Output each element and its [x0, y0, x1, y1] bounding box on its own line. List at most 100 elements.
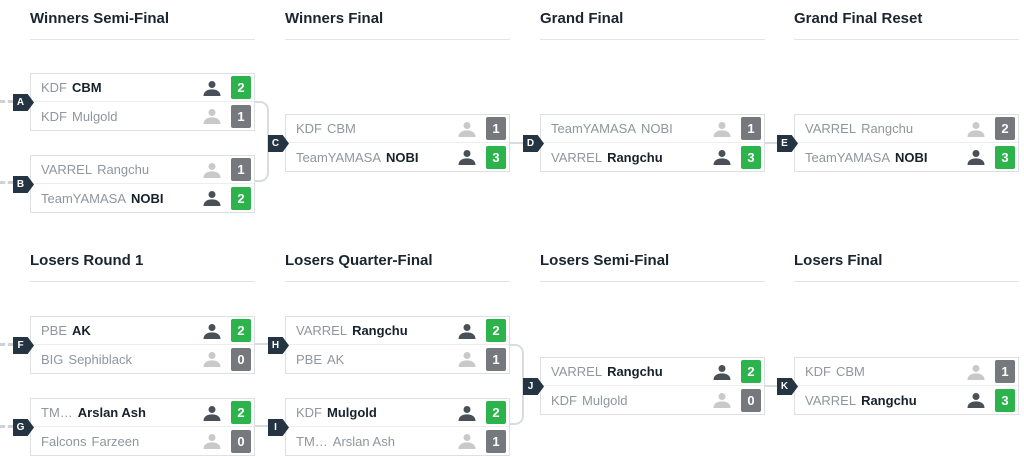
player-name: Sephiblack — [68, 351, 133, 367]
player-name: NOBI — [895, 149, 928, 165]
match-label-badge: A — [13, 94, 34, 111]
player-name: CBM — [327, 121, 356, 136]
player-row: TeamYAMASA NOBI 2 — [31, 184, 254, 212]
bracket-match[interactable]: H VARREL Rangchu 2 PBE AK 1 — [268, 316, 510, 374]
bracket-match[interactable]: G TM… Arslan Ash 2 Falcons Farzeen 0 — [13, 398, 255, 456]
round-title: Grand Final Reset — [794, 10, 1019, 40]
connector-line — [255, 143, 269, 182]
player-name: AK — [327, 351, 345, 367]
bracket-match[interactable]: J VARREL Rangchu 2 KDF Mulgold 0 — [523, 357, 765, 415]
round-title: Losers Final — [794, 252, 1019, 282]
character-icon — [203, 109, 221, 124]
connector-line — [255, 343, 268, 345]
player-row: TeamYAMASA NOBI 1 — [541, 115, 764, 143]
bracket-match[interactable]: F PBE AK 2 BIG Sephiblack 0 — [13, 316, 255, 374]
match-label-badge: D — [523, 135, 544, 152]
score-box: 1 — [231, 104, 251, 128]
player-row: BIG Sephiblack 0 — [31, 345, 254, 373]
player-row: PBE AK 2 — [31, 317, 254, 345]
player-name: Arslan Ash — [332, 433, 395, 449]
character-icon — [458, 434, 476, 449]
player-name: Farzeen — [91, 433, 140, 449]
player-name: NOBI — [131, 190, 164, 206]
player-name: Rangchu — [861, 121, 914, 136]
bracket-match[interactable]: K KDF CBM 1 VARREL Rangchu 3 — [777, 357, 1019, 415]
dashed-stub — [0, 100, 13, 103]
dashed-stub — [0, 181, 13, 184]
player-team: TeamYAMASA — [551, 121, 637, 136]
character-icon — [967, 393, 985, 408]
player-name: NOBI — [641, 121, 673, 136]
player-name: Rangchu — [607, 364, 663, 379]
character-icon — [458, 121, 476, 137]
connector-line — [765, 142, 777, 144]
player-team: KDF — [41, 80, 67, 95]
score-box: 0 — [741, 388, 761, 412]
score-box: 1 — [486, 347, 506, 371]
score-box: 2 — [231, 401, 251, 424]
match-label-badge: C — [268, 135, 289, 152]
player-name: Mulgold — [72, 108, 118, 124]
character-icon — [713, 150, 731, 165]
player-name: Mulgold — [327, 405, 377, 420]
score-box: 1 — [486, 429, 506, 453]
score-box: 1 — [486, 117, 506, 140]
score-box: 2 — [231, 319, 251, 342]
match-label-badge: E — [777, 135, 798, 152]
player-team: KDF — [296, 405, 322, 420]
player-team: TeamYAMASA — [805, 149, 891, 165]
score-box: 2 — [486, 401, 506, 424]
bracket-match[interactable]: D TeamYAMASA NOBI 1 VARREL Rangchu 3 — [523, 114, 765, 172]
player-row: TeamYAMASA NOBI 3 — [795, 143, 1018, 171]
player-row: VARREL Rangchu 2 — [541, 358, 764, 386]
player-team: KDF — [805, 364, 831, 379]
player-row: KDF CBM 1 — [286, 115, 509, 143]
player-row: VARREL Rangchu 2 — [286, 317, 509, 345]
score-box: 2 — [231, 186, 251, 210]
connector-line — [510, 142, 523, 144]
character-icon — [203, 162, 221, 178]
connector-line — [765, 385, 777, 387]
player-team: TeamYAMASA — [41, 190, 127, 206]
player-team: Falcons — [41, 433, 87, 449]
connector-line — [255, 425, 268, 427]
character-icon — [713, 121, 731, 137]
round-title: Grand Final — [540, 10, 765, 40]
bracket-match[interactable]: E VARREL Rangchu 2 TeamYAMASA NOBI 3 — [777, 114, 1019, 172]
bracket-match[interactable]: B VARREL Rangchu 1 TeamYAMASA NOBI 2 — [13, 155, 255, 213]
dashed-stub — [0, 343, 13, 346]
round-title: Losers Semi-Final — [540, 252, 765, 282]
player-row: KDF Mulgold 0 — [541, 386, 764, 414]
player-team: KDF — [41, 108, 67, 124]
score-box: 1 — [995, 360, 1015, 383]
character-icon — [203, 352, 221, 367]
match-label-badge: K — [777, 378, 798, 395]
player-name: Rangchu — [861, 392, 917, 408]
player-row: TeamYAMASA NOBI 3 — [286, 143, 509, 171]
dashed-stub — [0, 425, 13, 428]
bracket-match[interactable]: C KDF CBM 1 TeamYAMASA NOBI 3 — [268, 114, 510, 172]
character-icon — [203, 405, 221, 421]
player-row: TM… Arslan Ash 1 — [286, 427, 509, 455]
player-team: PBE — [296, 351, 323, 367]
bracket-match[interactable]: I KDF Mulgold 2 TM… Arslan Ash 1 — [268, 398, 510, 456]
connector-line — [510, 344, 524, 386]
score-box: 3 — [486, 145, 506, 169]
character-icon — [203, 323, 221, 339]
match-label-badge: B — [13, 176, 34, 193]
round-title: Winners Semi-Final — [30, 10, 255, 40]
character-icon — [458, 323, 476, 339]
player-team: VARREL — [805, 121, 857, 136]
score-box: 2 — [486, 319, 506, 342]
player-team: TM… — [41, 405, 73, 420]
bracket-match[interactable]: A KDF CBM 2 KDF Mulgold 1 — [13, 73, 255, 131]
player-row: VARREL Rangchu 2 — [795, 115, 1018, 143]
player-name: NOBI — [386, 149, 419, 165]
character-icon — [203, 434, 221, 449]
character-icon — [203, 191, 221, 206]
player-row: KDF CBM 1 — [795, 358, 1018, 386]
player-name: AK — [72, 323, 91, 338]
player-team: VARREL — [805, 392, 857, 408]
match-label-badge: J — [523, 378, 544, 395]
